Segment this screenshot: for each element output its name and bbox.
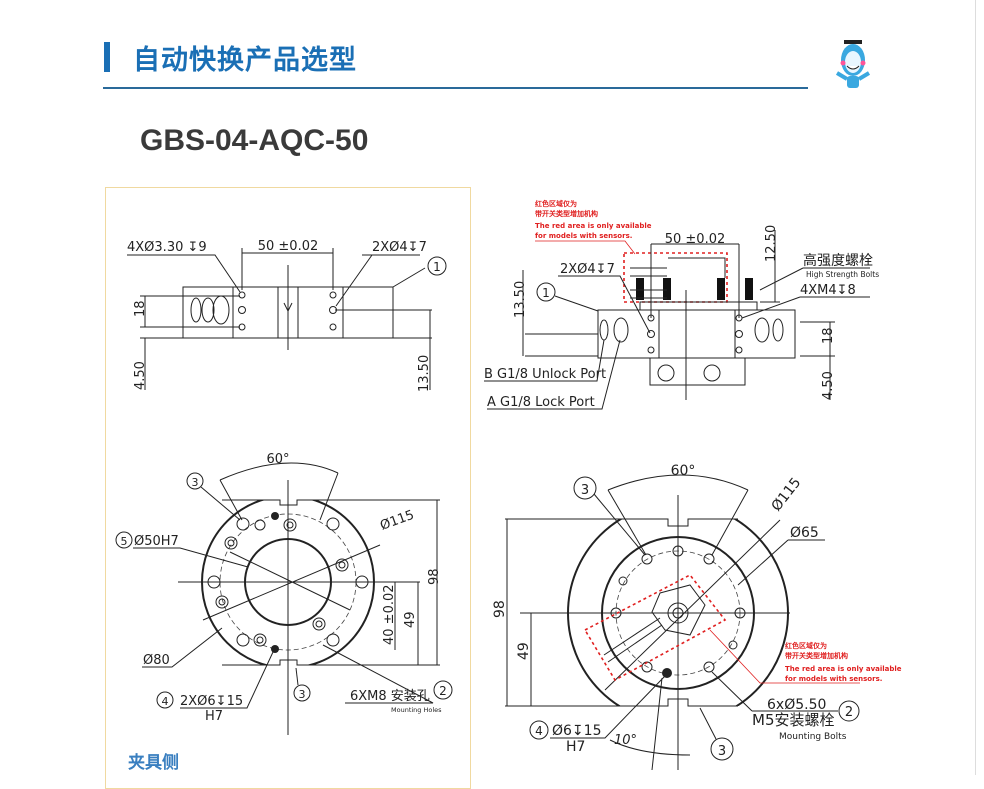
red-note-cn-2: 带开关类型增加机构 [785,651,848,660]
angle-60: 60° [266,452,289,467]
callout-3-bottom: 3 [718,744,726,759]
diameter-115: Ø115 [378,508,416,534]
bolt-cn: M5安装螺栓 [752,711,835,729]
bore-label: Ø50H7 [134,534,179,549]
callout-2: 2 [439,684,447,698]
hole-spec-right-label: 2XØ4↧7 [372,240,427,255]
hole-spec-label: 2XØ4↧7 [560,262,615,277]
dim-18: 18 [133,300,148,317]
hole-spec-left-label: 4XØ3.30 ↧9 [127,240,207,255]
dim-49: 49 [516,642,532,660]
red-note-cn-1: 红色区域仅为 [785,641,827,650]
callout-1: 1 [542,286,550,300]
dim-4-50: 4.50 [821,371,836,400]
mount-spec: 6XM8 安装孔 [350,689,430,704]
model-title: GBS-04-AQC-50 [140,124,369,157]
mascot-logo [835,40,871,88]
center-distance-label: 50 ±0.02 [258,239,319,254]
pin-spec: 2XØ6↧15 [180,694,243,709]
dim-98: 98 [427,568,442,585]
robot-bottom-view: 红色区域仅为 带开关类型增加机构 The red area is only av… [492,463,902,771]
callout-3-top: 3 [192,476,199,489]
red-note-en-2: for models with sensors. [535,232,632,240]
tool-bottom-view: 60° 3 5 Ø50H7 Ø115 98 40 ±0.02 49 Ø80 4 … [115,452,453,735]
bolts-cn-label: 高强度螺栓 [803,252,873,269]
section-marker [104,42,110,72]
dim-13-50: 13.50 [417,355,432,392]
callout-4: 4 [162,695,169,708]
bolt-spec: 6xØ5.50 [767,697,826,713]
dim-4-50: 4.50 [133,361,148,390]
red-note-en-2: for models with sensors. [785,675,882,683]
callout-4: 4 [535,724,543,738]
dim-12-50: 12.50 [764,225,779,262]
dim-98: 98 [492,600,508,618]
pin-fit: H7 [205,709,223,724]
mount-en: Mounting Holes [391,706,442,714]
tool-side-label: 夹具侧 [128,753,179,773]
section-title: 自动快换产品选型 [133,45,357,76]
callout-1: 1 [433,260,441,274]
pin-spec: Ø6↧15 [552,723,601,739]
diameter-65: Ø65 [790,525,819,541]
page-edge [975,0,976,775]
callout-2: 2 [845,705,853,720]
red-note-cn-1: 红色区域仅为 [535,199,577,208]
red-note-cn-2: 带开关类型增加机构 [535,209,598,218]
dim-18: 18 [821,327,836,344]
bolt-en: Mounting Bolts [779,732,847,742]
callout-5: 5 [121,535,128,548]
port-b-label: B G1/8 Unlock Port [484,367,606,382]
red-note-en-1: The red area is only available [535,222,652,230]
callout-3-bottom: 3 [299,688,306,701]
center-distance-label: 50 ±0.02 [665,232,726,247]
title-divider [103,87,808,89]
angle-60: 60° [671,463,696,479]
robot-side-view: 红色区域仅为 带开关类型增加机构 The red area is only av… [484,199,879,410]
callout-3-top: 3 [581,483,589,498]
diameter-115: Ø115 [769,475,805,515]
angle-10: 10° [614,733,637,748]
bolts-en-label: High Strength Bolts [806,270,879,279]
thread-spec-label: 4XM4↧8 [800,283,856,298]
dim-49: 49 [403,611,418,628]
port-a-label: A G1/8 Lock Port [487,395,595,410]
red-note-en-1: The red area is only available [785,665,902,673]
diameter-80: Ø80 [143,653,170,668]
dim-13-50: 13.50 [513,281,528,318]
tool-side-view: 50 ±0.02 4XØ3.30 ↧9 2XØ4↧7 1 18 4.50 13.… [127,239,447,392]
pin-fit: H7 [566,739,585,755]
dim-40: 40 ±0.02 [382,584,397,645]
